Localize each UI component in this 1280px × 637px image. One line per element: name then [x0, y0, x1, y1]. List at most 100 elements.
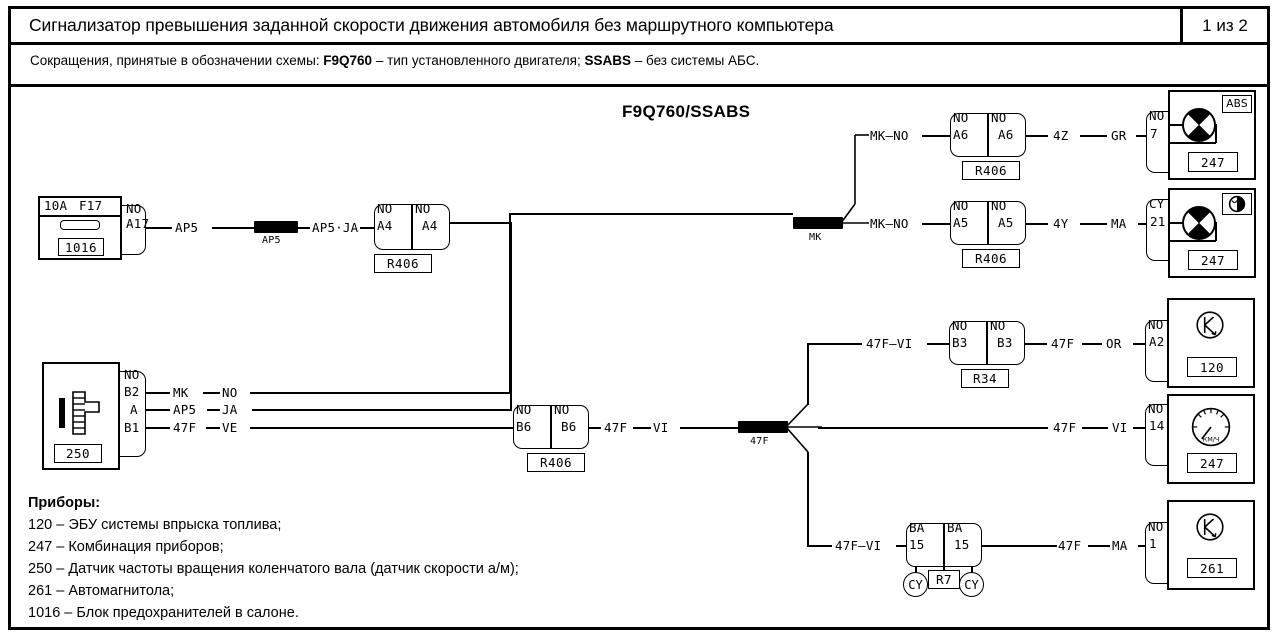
r34-b3-pin-right: B3	[997, 335, 1013, 350]
ecu-k-icon-120	[1196, 311, 1224, 339]
wire-b3-to-ecu	[1133, 343, 1145, 345]
r7-divider	[943, 523, 945, 575]
warning-lamp-icon-speed	[1182, 206, 1216, 240]
splice-47f	[738, 421, 788, 433]
r34-b3-pin-left: B3	[952, 335, 968, 350]
legend-item: 1016 – Блок предохранителей в салоне.	[28, 605, 299, 622]
wire-47f-up-to-b3	[927, 343, 949, 345]
r406-b6-pin-right: B6	[561, 419, 577, 434]
r34-b3-pin-top-right: NO	[990, 318, 1006, 333]
r7-pin-top-left: BA	[909, 520, 925, 535]
wire-a5-out	[1026, 223, 1048, 225]
wire-label-mk-no-top: MK–NO	[870, 128, 909, 143]
wire-label-b6-vi: VI	[653, 420, 669, 435]
legend: Приборы: 120 – ЭБУ системы впрыска топли…	[28, 492, 519, 624]
legend-item: 247 – Комбинация приборов;	[28, 539, 224, 556]
fuse-connector-bracket	[122, 205, 146, 255]
cluster-speed-lamp-lead-v	[1215, 222, 1217, 241]
r406-a5-left-bracket	[950, 201, 988, 245]
radio-261-ref: 261	[1187, 558, 1237, 578]
cluster-abs-connector-bracket	[1146, 111, 1168, 173]
fuse-pin-label: A17	[126, 216, 150, 231]
sensor-250-connector-bracket	[120, 371, 146, 457]
r406-a4-pin-right: A4	[422, 218, 438, 233]
abbreviations-note: Сокращения, принятые в обозначении схемы…	[30, 53, 759, 68]
wire-b2-rise	[509, 213, 511, 393]
abbrev-prefix: Сокращения, принятые в обозначении схемы…	[30, 53, 324, 68]
splice-ap5	[254, 221, 298, 233]
r7-right-bracket	[944, 523, 982, 567]
wire-mk-no-mid-run	[922, 223, 950, 225]
legend-item: 250 – Датчик частоты вращения коленчатог…	[28, 561, 519, 578]
r406-a6-pin-top-right: NO	[991, 110, 1007, 125]
legend-item: 261 – Автомагнитола;	[28, 583, 175, 600]
page-counter: 1 из 2	[1180, 9, 1267, 42]
r34-b3-pin-top-left: NO	[952, 318, 968, 333]
cluster-abs-pin-top: NO	[1149, 108, 1165, 123]
ecu-120-pin: A2	[1149, 334, 1165, 349]
r406-a5-pin-top-left: NO	[953, 198, 969, 213]
fuse-box-ref: 1016	[58, 238, 104, 256]
fuse-element-icon	[60, 220, 100, 230]
wire-a5-mid	[1080, 223, 1107, 225]
wire-r7-mid	[1088, 545, 1110, 547]
svg-text:КМ/Ч: КМ/Ч	[1203, 436, 1220, 444]
cluster-gauge-pin-top: NO	[1148, 401, 1164, 416]
page-border	[8, 6, 1270, 630]
wire-label-b2-no: NO	[222, 385, 238, 400]
sensor-250-pin-a: A	[130, 402, 138, 417]
splice-ap5-label: AP5	[262, 235, 281, 246]
wire-ap5-to-splice	[212, 227, 254, 229]
cluster-abs-lamp-lead-v	[1215, 124, 1217, 143]
wire-b1-b	[206, 427, 220, 429]
variant-title: F9Q760/SSABS	[622, 102, 751, 121]
wire-label-mk-no-mid: MK–NO	[870, 216, 909, 231]
legend-heading: Приборы:	[28, 495, 101, 511]
sensor-250-symbol	[59, 391, 100, 435]
r406-a6-ref: R406	[962, 161, 1020, 180]
wire-47f-down-riser	[807, 452, 809, 545]
wire-label-a-ja: JA	[222, 402, 238, 417]
wire-label-branch-mid-47f: 47F	[1053, 420, 1077, 435]
r406-a6-pin-left: A6	[953, 127, 969, 142]
wire-b3-mid	[1082, 343, 1102, 345]
wire-b2-c	[250, 392, 510, 394]
r34-b3-ref: R34	[961, 369, 1009, 388]
wire-label-a5-ma: MA	[1111, 216, 1127, 231]
wire-a4-drop	[510, 222, 512, 410]
r406-a5-pin-right: A5	[998, 215, 1014, 230]
cluster-abs-lamp-lead-top	[1168, 124, 1184, 126]
abbrev-code-abs: SSABS	[584, 53, 631, 68]
r34-b3-left-bracket	[949, 321, 987, 365]
wire-mk-no-top-run	[922, 135, 950, 137]
ecu-120-connector-bracket	[1145, 320, 1167, 382]
wire-b2-a	[146, 392, 170, 394]
r406-a6-left-bracket	[950, 113, 988, 157]
r406-a4-ref: R406	[374, 254, 432, 273]
r406-b6-pin-top-left: NO	[516, 402, 532, 417]
wire-label-branch-mid-vi: VI	[1112, 420, 1128, 435]
r406-a4-pin-top-left: NO	[377, 201, 393, 216]
splice-mk	[793, 217, 843, 229]
wire-b2-to-mk-splice	[509, 213, 793, 215]
wire-label-branch-top: 47F–VI	[866, 336, 913, 351]
wire-47f-up-run	[807, 343, 862, 345]
cluster-speed-ref: 247	[1188, 250, 1238, 270]
wire-label-a6-4z: 4Z	[1053, 128, 1069, 143]
wire-a6-to-cluster	[1136, 135, 1146, 137]
cluster-abs-ref: 247	[1188, 152, 1238, 172]
wire-a6-out	[1026, 135, 1048, 137]
wire-47f-up-riser	[807, 343, 809, 405]
abbrev-code-engine: F9Q760	[323, 53, 373, 68]
wire-b3-out	[1025, 343, 1047, 345]
legend-item: 120 – ЭБУ системы впрыска топлива;	[28, 517, 282, 534]
wire-b6-mid	[633, 427, 651, 429]
sensor-250-ref: 250	[54, 444, 102, 463]
wire-label-b3-or: OR	[1106, 336, 1122, 351]
ecu-k-icon-261	[1196, 513, 1224, 541]
wire-a4-out	[450, 222, 512, 224]
wire-label-b1-ve: VE	[222, 420, 238, 435]
cluster-speed-pin-top: CY	[1149, 196, 1165, 211]
r406-b6-ref: R406	[527, 453, 585, 472]
radio-261-pin-top: NO	[1148, 519, 1164, 534]
